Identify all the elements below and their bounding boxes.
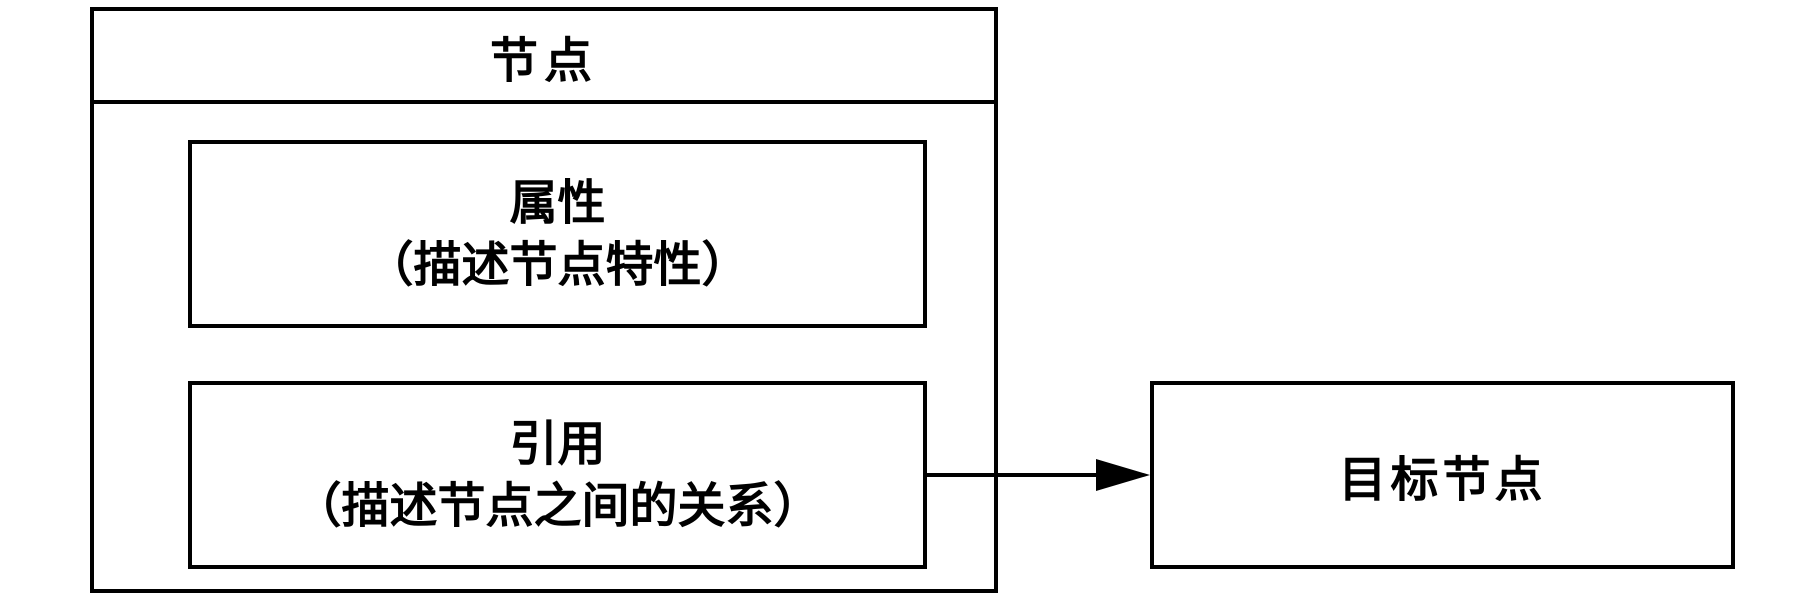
node-title: 节点 (489, 32, 598, 89)
target-node-box: 目标节点 (1150, 381, 1735, 569)
attribute-box: 属性 （描述节点特性） (188, 140, 927, 328)
attribute-description: （描述节点特性） (365, 237, 750, 293)
reference-arrow-head (1096, 459, 1150, 491)
target-node-title: 目标节点 (1338, 452, 1547, 508)
reference-title: 引用 (509, 415, 606, 472)
attribute-title: 属性 (509, 174, 606, 231)
node-header: 节点 (94, 11, 994, 104)
reference-box: 引用 （描述节点之间的关系） (188, 381, 927, 569)
reference-description: （描述节点之间的关系） (293, 478, 822, 534)
